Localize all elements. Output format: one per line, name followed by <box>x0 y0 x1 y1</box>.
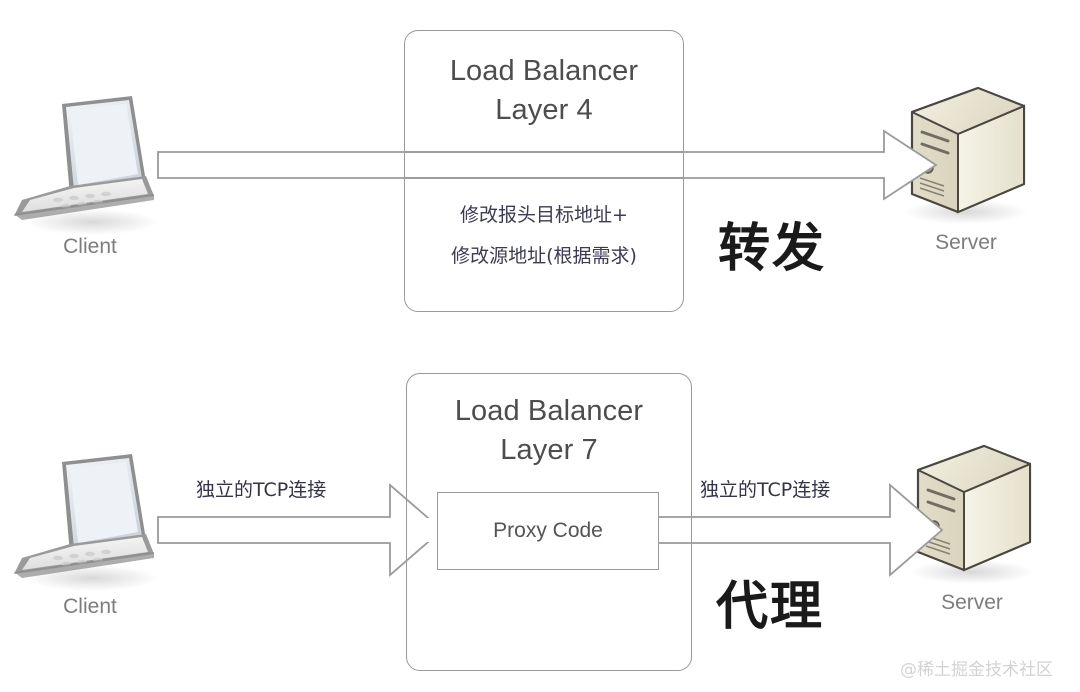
server-icon-shadow-top <box>904 200 1028 224</box>
emphasis-label-proxy: 代理 <box>716 577 825 637</box>
load-balancer-box-layer4 <box>404 30 684 312</box>
load-balancer-title-layer4: Load Balancer Layer 4 <box>449 55 639 126</box>
tcp-link-label-right: 独立的TCP连接 <box>700 479 831 501</box>
watermark-label: @稀土掘金技术社区 <box>900 660 1053 680</box>
arrow-overlap-mask-top <box>405 153 683 177</box>
load-balancer-title-layer7: Load Balancer Layer 7 <box>454 395 644 466</box>
server-tower-icon-bottom <box>916 444 1032 572</box>
client-caption-bottom: Client <box>63 595 117 618</box>
layer4-annotation-text: 修改报头目标地址+ 修改源地址(根据需求) <box>451 204 637 267</box>
emphasis-label-forward: 转发 <box>718 219 827 279</box>
server-caption-bottom: Server <box>941 591 1003 614</box>
proxy-code-box <box>437 492 659 570</box>
server-icon-shadow-bottom <box>910 560 1034 584</box>
proxy-code-label: Proxy Code <box>493 519 603 542</box>
client-laptop-icon-top <box>14 96 154 220</box>
client-caption-top: Client <box>63 235 117 258</box>
tcp-arrow-client-to-lb7 <box>157 483 444 577</box>
client-icon-shadow-top <box>26 209 158 235</box>
server-caption-top: Server <box>935 231 997 254</box>
client-laptop-icon-bottom <box>14 454 154 578</box>
load-balancer-box-layer7 <box>406 373 692 671</box>
tcp-arrow-lb7-to-server <box>659 483 944 577</box>
tcp-link-label-left: 独立的TCP连接 <box>196 479 327 501</box>
server-tower-icon-top <box>910 86 1026 214</box>
